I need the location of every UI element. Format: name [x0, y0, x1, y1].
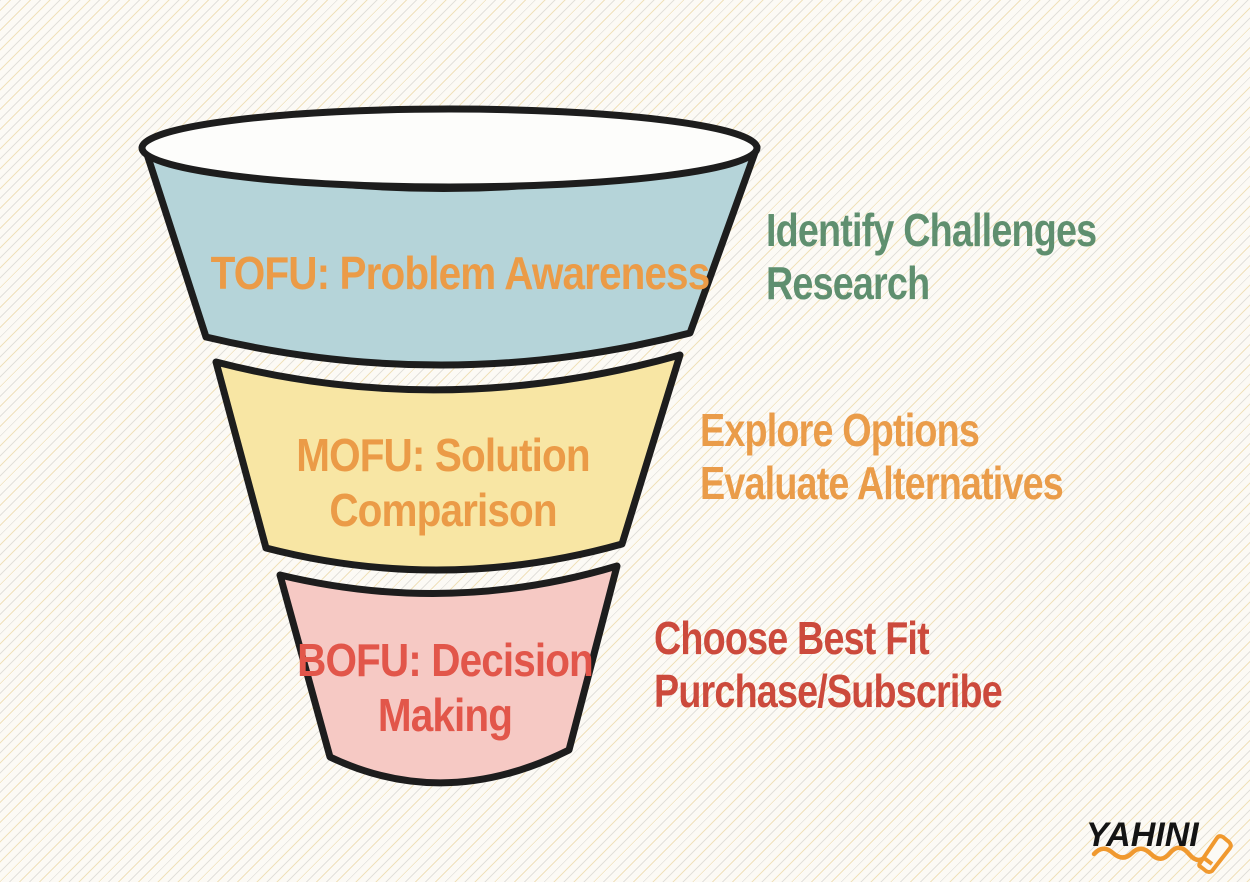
funnel-stage-mofu-label-line2: Comparison: [329, 484, 557, 536]
annotation-mofu-line1: Explore Options: [700, 404, 980, 456]
logo-underline-wave: [1091, 845, 1211, 863]
annotation-bofu-line1: Choose Best Fit: [654, 612, 930, 664]
annotation-tofu-line2: Research: [766, 257, 930, 309]
funnel-stage-mofu-label: MOFU: Solution Comparison: [267, 428, 619, 538]
logo-text: YAHINI: [1086, 816, 1199, 854]
annotation-bofu: Choose Best Fit Purchase/Subscribe: [654, 612, 1003, 718]
funnel-stage-bofu-label-line1: BOFU: Decision: [297, 634, 594, 686]
annotation-mofu: Explore Options Evaluate Alternatives: [700, 404, 1064, 510]
funnel-stage-tofu-label-line1: TOFU: Problem Awareness: [210, 247, 711, 299]
funnel-stage-mofu-label-line1: MOFU: Solution: [296, 429, 590, 481]
funnel-stage-tofu-label: TOFU: Problem Awareness: [196, 246, 724, 301]
annotation-tofu-line1: Identify Challenges: [766, 204, 1097, 256]
funnel-stage-bofu-label-line2: Making: [377, 689, 513, 741]
funnel-stage-bofu-shape: [276, 562, 621, 787]
funnel-stage-bofu-label: BOFU: Decision Making: [269, 633, 621, 743]
funnel-mouth-ellipse: [138, 105, 761, 191]
annotation-bofu-line2: Purchase/Subscribe: [654, 665, 1003, 717]
annotation-mofu-line2: Evaluate Alternatives: [700, 457, 1064, 509]
pen-icon: [1197, 834, 1233, 874]
funnel-stage-mofu-shape: [212, 351, 684, 574]
annotation-tofu: Identify Challenges Research: [766, 204, 1097, 310]
